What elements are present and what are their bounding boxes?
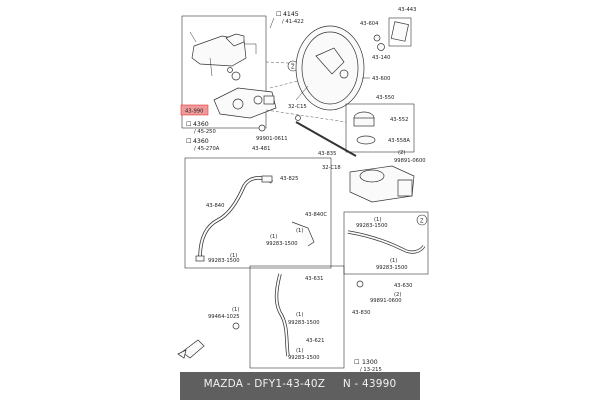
- part-label-32-c15[interactable]: 32-C15: [288, 104, 307, 110]
- part-label-99283-1500-f[interactable]: 99283-1500: [288, 355, 320, 361]
- part-label-99891-0600-a[interactable]: 99891-0600: [394, 158, 426, 164]
- part-label-43-840c[interactable]: 43-840C: [305, 212, 327, 218]
- dash-line: [265, 109, 347, 123]
- clip-drawing: [295, 115, 301, 121]
- ref-label-45-270a: / 45-270A: [194, 146, 220, 152]
- part-label-qty-1-a: (1): [296, 228, 303, 234]
- clip-drawing: [232, 322, 240, 330]
- part-number-caption: MAZDA - DFY1-43-40Z N - 43990: [203, 378, 397, 390]
- master-cylinder-drawing: [213, 87, 277, 119]
- hose-43-840-drawing: [198, 176, 273, 259]
- part-label-43-835[interactable]: 43-835: [318, 151, 336, 157]
- part-label-99891-0600-b[interactable]: 99891-0600: [370, 298, 402, 304]
- hose-inner: [199, 176, 273, 259]
- hose-inner: [347, 231, 425, 253]
- part-label-99283-1500-d[interactable]: 99283-1500: [376, 265, 408, 271]
- brake-booster-drawing: [295, 25, 365, 111]
- ref-arrow-icon: ☐: [186, 138, 192, 145]
- footer-bar: MAZDA - DFY1-43-40Z N - 43990: [180, 372, 420, 400]
- view-marker-z-text: Z: [420, 219, 424, 225]
- ref-label-4145[interactable]: 4145: [283, 11, 299, 18]
- hose-group-box: [184, 157, 332, 269]
- part-label-43-552[interactable]: 43-552: [390, 117, 408, 123]
- part-label-99283-1500-e[interactable]: 99283-1500: [288, 320, 320, 326]
- part-label-43-825[interactable]: 43-825: [280, 176, 298, 182]
- bolt-drawing: [377, 43, 385, 51]
- view-marker-z-text: Z: [291, 65, 295, 71]
- ref-arrow-icon: ☐: [186, 121, 192, 128]
- lower-hose-box: [249, 265, 345, 369]
- clamp-drawing: [195, 255, 205, 262]
- leader: [269, 17, 275, 29]
- part-label-qty-1-e: (1): [390, 258, 397, 264]
- part-label-43-140[interactable]: 43-140: [372, 55, 390, 61]
- part-label-43-990[interactable]: 43-990: [185, 109, 203, 115]
- part-label-qty-2: (2): [398, 150, 405, 156]
- cap-inset-box: [345, 103, 415, 153]
- part-label-99464-1025[interactable]: 99464-1025: [208, 314, 240, 320]
- ref-label-4360[interactable]: 4360: [193, 121, 209, 128]
- ref-arrow-icon: ☐: [354, 359, 360, 366]
- part-label-43-443[interactable]: 43-443: [398, 7, 416, 13]
- fluid-reservoir-drawing: [349, 165, 415, 203]
- part-label-43-481[interactable]: 43-481: [252, 146, 270, 152]
- nut-drawing: [258, 124, 266, 132]
- nut-drawing: [356, 280, 364, 288]
- part-label-99283-1500-b[interactable]: 99283-1500: [208, 258, 240, 264]
- bracket-drawing: [291, 221, 315, 247]
- part-label-43-600[interactable]: 43-600: [372, 76, 390, 82]
- highlight-box: [180, 104, 209, 116]
- part-label-qty-1-f: (1): [296, 312, 303, 318]
- gasket-drawing: [390, 21, 409, 42]
- part-label-qty-1-c: (1): [230, 253, 237, 259]
- right-hose-box: [343, 211, 429, 275]
- part-label-99283-1500-c[interactable]: 99283-1500: [356, 223, 388, 229]
- part-label-32-c18[interactable]: 32-C18: [322, 165, 341, 171]
- part-label-43-621[interactable]: 43-621: [306, 338, 324, 344]
- part-label-43-630[interactable]: 43-630: [394, 283, 412, 289]
- part-label-43-631[interactable]: 43-631: [305, 276, 323, 282]
- part-label-43-550[interactable]: 43-550: [376, 95, 394, 101]
- gasket-inset-box: [388, 17, 412, 47]
- leader: [244, 43, 257, 54]
- part-label-43-604[interactable]: 43-604: [360, 21, 379, 27]
- part-label-qty-1-h: (1): [296, 348, 303, 354]
- bolt-drawing: [373, 34, 381, 42]
- ref-label-41-422: / 41-422: [282, 19, 304, 25]
- ref-label-13-215: / 13-215: [360, 367, 382, 373]
- ref-label-1300[interactable]: 1300: [362, 359, 378, 366]
- part-label-43-840[interactable]: 43-840: [206, 203, 224, 209]
- part-label-qty-1-b: (1): [270, 234, 277, 240]
- clamp-drawing: [261, 175, 273, 183]
- strainer-drawing: [356, 135, 376, 145]
- reservoir-cap-drawing: [353, 117, 375, 127]
- reservoir-inset-box: [181, 15, 267, 129]
- reservoir-tank-drawing: [189, 31, 247, 81]
- part-label-43-558a[interactable]: 43-558A: [388, 138, 410, 144]
- front-direction-arrow-icon: [177, 339, 205, 359]
- view-marker-z-2: [416, 214, 428, 226]
- part-label-qty-1-g: (1): [232, 307, 239, 313]
- ref-label-4360-b[interactable]: 4360: [193, 138, 209, 145]
- part-label-43-830[interactable]: 43-830: [352, 310, 370, 316]
- part-label-99901-0611[interactable]: 99901-0611: [256, 136, 288, 142]
- ref-label-45-250: / 45-250: [194, 129, 216, 135]
- hose-inner: [275, 273, 289, 357]
- ref-arrow-icon: ☐: [276, 11, 282, 18]
- part-label-qty-2-b: (2): [394, 292, 401, 298]
- part-label-99283-1500-a[interactable]: 99283-1500: [266, 241, 298, 247]
- part-label-qty-1-d: (1): [374, 217, 381, 223]
